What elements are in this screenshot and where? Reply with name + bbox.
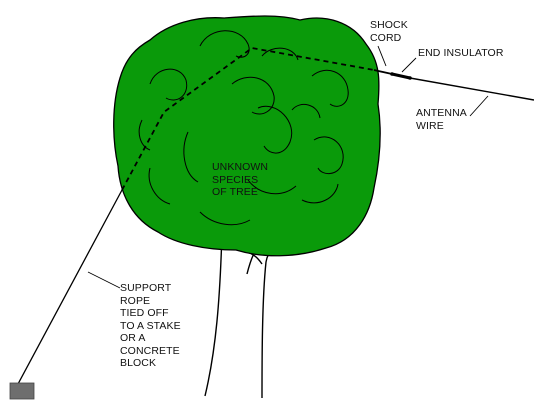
leader-end-insulator — [402, 58, 416, 72]
label-antenna-wire: ANTENNA WIRE — [416, 107, 467, 132]
concrete-block — [10, 383, 34, 399]
label-end-insulator: END INSULATOR — [418, 47, 504, 60]
support-rope-solid — [18, 190, 122, 384]
label-shock-cord: SHOCK CORD — [370, 19, 408, 44]
antenna-wire — [410, 78, 534, 100]
tree-trunk — [205, 232, 288, 398]
label-tree: UNKNOWN SPECIES OF TREE — [212, 161, 268, 199]
leader-antenna-wire — [470, 96, 488, 116]
leader-support-rope — [88, 272, 120, 288]
end-insulator — [390, 72, 412, 80]
leader-shock-cord — [378, 46, 386, 66]
label-support-rope: SUPPORT ROPE TIED OFF TO A STAKE OR A CO… — [120, 282, 181, 370]
